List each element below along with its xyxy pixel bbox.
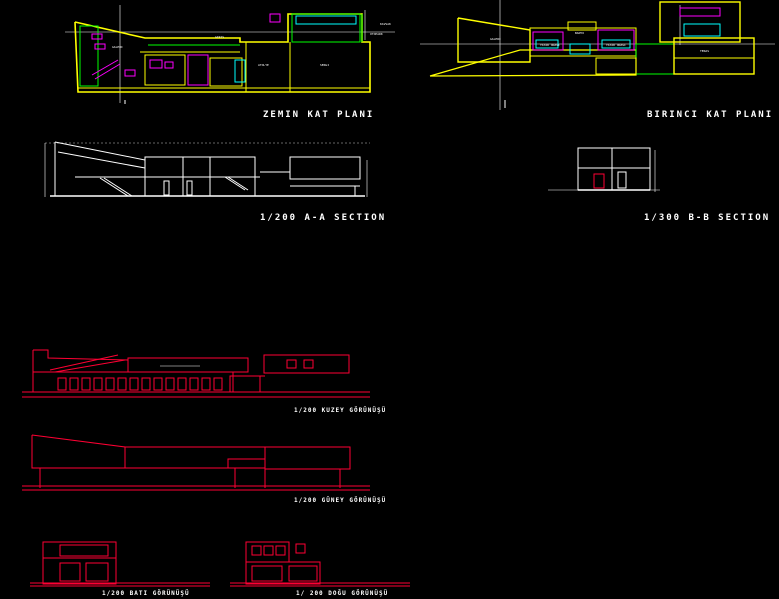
west-elevation-title: 1/200 BATI GÖRÜNÜŞÜ: [102, 590, 190, 597]
section-aa: [44, 141, 370, 197]
south-elevation-title: 1/200 GÜNEY GÖRÜNÜŞÜ: [294, 497, 387, 504]
section-bb-title: 1/300 B-B SECTION: [644, 213, 771, 223]
svg-text:BANYO: BANYO: [575, 31, 584, 35]
first-floor-title: BIRINCI KAT PLANI: [647, 110, 774, 120]
section-aa-title: 1/200 A-A SECTION: [260, 213, 387, 223]
east-elevation-title: 1/ 200 DOĞU GÖRÜNÜŞÜ: [296, 590, 389, 597]
svg-text:GALERI: GALERI: [490, 37, 501, 41]
svg-text:GALERI: GALERI: [112, 45, 123, 49]
north-elevation-title: 1/200 KUZEY GÖRÜNÜŞÜ: [294, 407, 387, 414]
section-bb: [548, 147, 660, 192]
svg-text:GIRIS: GIRIS: [215, 35, 224, 39]
ground-floor-title: ZEMIN KAT PLANI: [263, 110, 375, 120]
svg-text:YATAK ODASI: YATAK ODASI: [606, 43, 626, 47]
svg-text:SERGI: SERGI: [320, 63, 329, 67]
svg-text:KAVSAK: KAVSAK: [380, 22, 391, 26]
south-elevation: [22, 434, 370, 491]
north-elevation: [22, 349, 370, 398]
svg-text:OTOPARK: OTOPARK: [370, 32, 383, 36]
east-elevation: [230, 541, 410, 587]
svg-text:YATAK ODASI: YATAK ODASI: [540, 43, 560, 47]
ground-floor-plan: GALERI GIRIS ATOLYE SERGI OTOPARK KAVSAK: [65, 5, 395, 104]
first-floor-plan: GALERI YATAK ODASI YATAK ODASI BANYO TER…: [420, 0, 775, 110]
svg-text:ATOLYE: ATOLYE: [258, 63, 269, 67]
west-elevation: [30, 541, 210, 587]
svg-text:TERAS: TERAS: [700, 49, 709, 53]
